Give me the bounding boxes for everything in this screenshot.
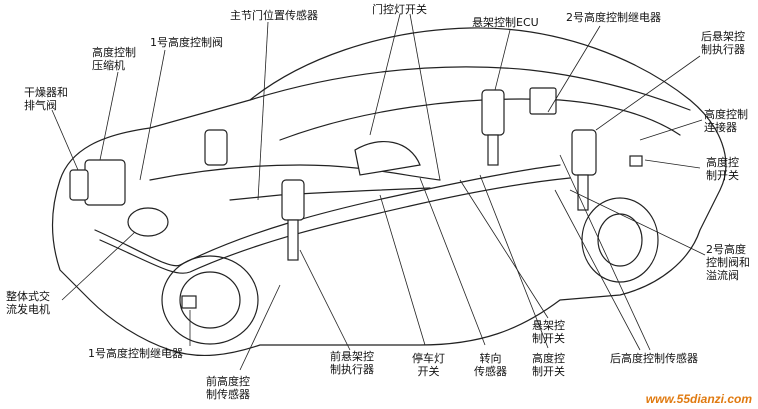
air-line-2 bbox=[99, 177, 571, 274]
label-front-actuator: 前悬架控制执行器 bbox=[330, 350, 374, 376]
label-rear-actuator: 后悬架控制执行器 bbox=[701, 30, 745, 56]
label-height-switch-2: 高度控制开关 bbox=[532, 352, 565, 378]
air-line-4 bbox=[229, 187, 431, 201]
label-relay-1: 1号高度控制继电器 bbox=[88, 347, 183, 360]
car-body-outline bbox=[51, 27, 727, 357]
front-actuator-shape bbox=[281, 179, 305, 221]
label-height-switch: 高度控制开关 bbox=[706, 156, 739, 182]
label-rear-height-sensor: 后高度控制传感器 bbox=[610, 352, 698, 365]
dryer bbox=[69, 169, 89, 201]
label-height-connector: 高度控制连接器 bbox=[704, 108, 748, 134]
rear-actuator-shape-2 bbox=[571, 129, 597, 176]
rear-actuator-shape-1 bbox=[481, 89, 505, 136]
label-brake-light-switch: 停车灯开关 bbox=[412, 352, 445, 378]
compressor bbox=[84, 159, 126, 206]
label-alternator: 整体式交流发电机 bbox=[6, 290, 50, 316]
air-line-3 bbox=[149, 164, 441, 181]
label-steering-sensor: 转向传感器 bbox=[474, 352, 507, 378]
air-line-main bbox=[94, 164, 561, 267]
car-roof-line bbox=[249, 66, 691, 111]
label-door-light-switch: 门控灯开关 bbox=[372, 3, 427, 16]
car-window-line bbox=[279, 98, 681, 141]
label-susp-ecu: 悬架控制ECU bbox=[472, 16, 539, 29]
rear-wheel bbox=[581, 197, 659, 283]
label-height-valve-1: 1号高度控制阀 bbox=[150, 36, 223, 49]
front-left-strut bbox=[204, 129, 228, 166]
label-relay-2: 2号高度控制继电器 bbox=[566, 11, 661, 24]
relay-1-box bbox=[181, 295, 197, 309]
label-valve-2-overflow: 2号高度控制阀和溢流阀 bbox=[706, 243, 750, 282]
watermark: www.55dianzi.com bbox=[645, 392, 752, 406]
label-height-compressor: 高度控制压缩机 bbox=[92, 46, 136, 72]
label-main-door-sensor: 主节门位置传感器 bbox=[230, 9, 318, 22]
height-switch-box bbox=[629, 155, 643, 167]
label-dryer-exhaust-valve: 干燥器和排气阀 bbox=[24, 86, 68, 112]
label-susp-switch: 悬架控制开关 bbox=[532, 319, 565, 345]
label-front-height-sensor: 前高度控制传感器 bbox=[206, 375, 250, 401]
alternator-shape bbox=[127, 207, 169, 237]
dashboard-shape bbox=[354, 141, 421, 176]
ecu-box bbox=[529, 87, 557, 115]
front-wheel bbox=[161, 255, 259, 345]
